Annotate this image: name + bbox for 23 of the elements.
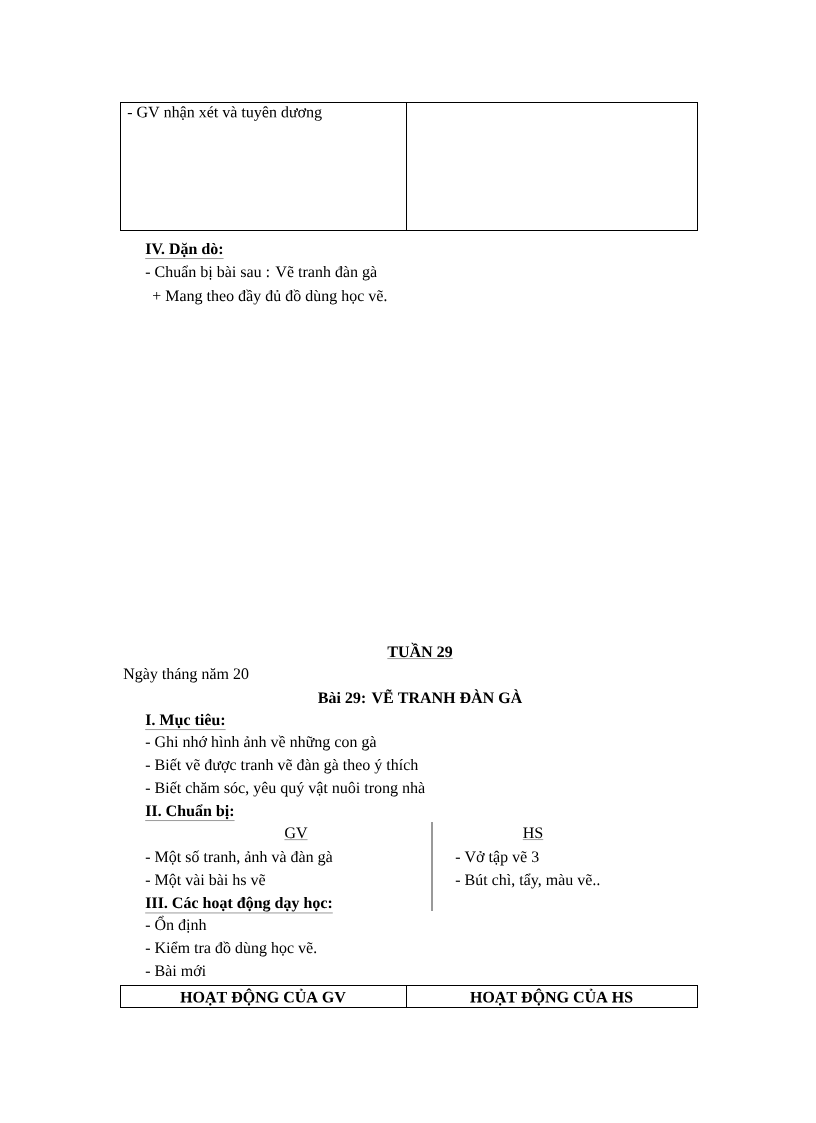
text-line: - Vở tập vẽ 3 xyxy=(455,850,539,866)
empty-table-cell xyxy=(406,102,698,231)
text-line: - Bút chì, tẩy, màu vẽ.. xyxy=(455,873,600,889)
table-header-cell: HOẠT ĐỘNG CỦA GV xyxy=(120,985,407,1008)
date-line: Ngày tháng năm 20 xyxy=(123,667,249,683)
column-heading: HS xyxy=(522,827,544,840)
week-heading: TUẦN 29 xyxy=(387,642,453,659)
text-line: - Biết chăm sóc, yêu quý vật nuôi trong nhà xyxy=(145,781,425,797)
section-heading: III. Các hoạt động dạy học: xyxy=(145,896,333,914)
lesson-title: Bài 29: VẼ TRANH ĐÀN GÀ xyxy=(318,689,523,704)
text-line: - Một vài bài hs vẽ xyxy=(145,873,266,888)
section-heading: I. Mục tiêu: xyxy=(145,713,226,730)
text-line: - Ổn định xyxy=(145,915,207,933)
text-line: + Mang theo đầy đủ đồ dùng học vẽ. xyxy=(153,289,387,305)
text-line: - Chuẩn bị bài sau : Vẽ tranh đàn gà xyxy=(145,265,377,281)
table-cell: - GV nhận xét và tuyên dương xyxy=(120,102,407,231)
text-line: - Một số tranh, ảnh và đàn gà xyxy=(145,850,333,866)
text-line: - Ghi nhớ hình ảnh về những con gà xyxy=(145,735,377,751)
column-heading: GV xyxy=(284,827,308,840)
text-line: - Kiểm tra đồ dùng học vẽ. xyxy=(145,941,317,957)
section-heading: II. Chuẩn bị: xyxy=(145,804,235,821)
text-line: - Biết vẽ được tranh vẽ đàn gà theo ý thích xyxy=(145,758,419,774)
table-header-cell: HOẠT ĐỘNG CỦA HS xyxy=(406,985,698,1008)
